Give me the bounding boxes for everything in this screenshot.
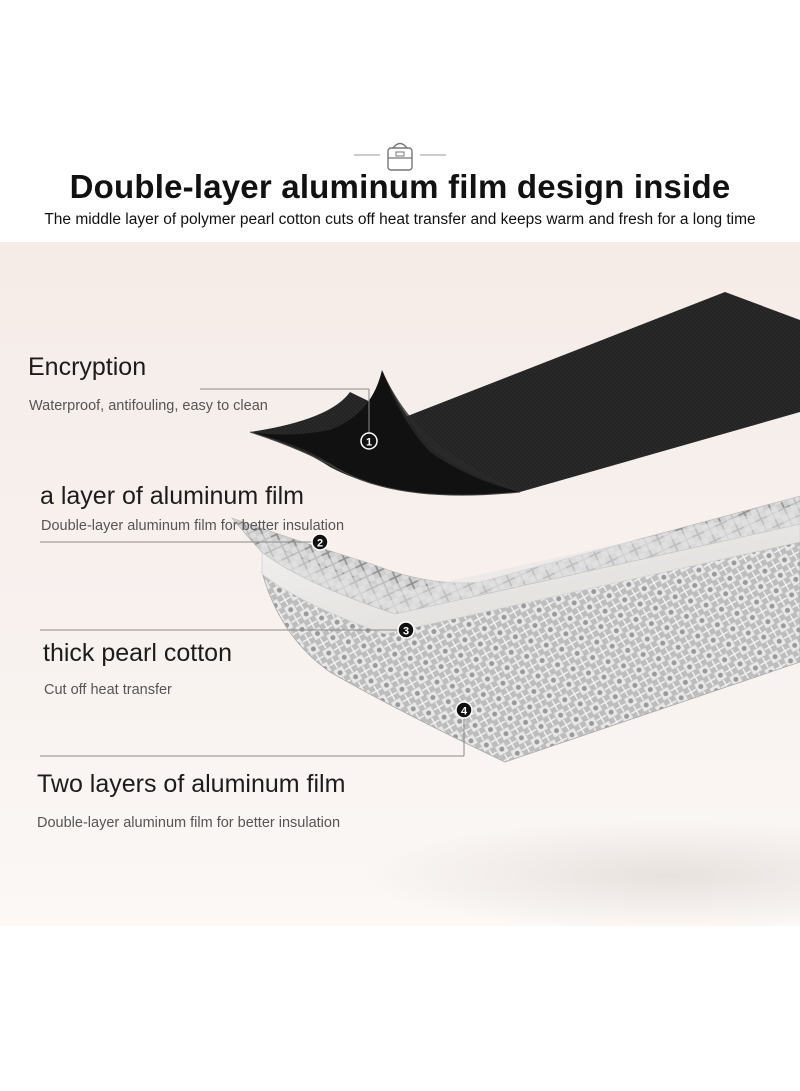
- page-title: Double-layer aluminum film design inside: [69, 168, 731, 205]
- svg-text:3: 3: [403, 626, 409, 638]
- svg-text:1: 1: [366, 437, 372, 449]
- svg-text:4: 4: [461, 706, 468, 718]
- layer-2-description: Double-layer aluminum film for better in…: [41, 518, 345, 534]
- svg-text:2: 2: [317, 538, 323, 550]
- marker-4: 4: [455, 701, 473, 719]
- floor-shadow: [360, 820, 800, 930]
- layer-1-title: Encryption: [28, 353, 147, 381]
- marker-2: 2: [311, 533, 329, 551]
- page-subtitle: The middle layer of polymer pearl cotton…: [44, 211, 756, 228]
- layer-3-description: Cut off heat transfer: [44, 682, 172, 698]
- material-layers-illustration: 1 2 3 4: [40, 292, 800, 763]
- layer-4-description: Double-layer aluminum film for better in…: [37, 815, 341, 831]
- marker-3: 3: [397, 621, 415, 639]
- layer-3-title: thick pearl cotton: [43, 639, 232, 667]
- layer-4-title: Two layers of aluminum film: [37, 770, 346, 798]
- cooler-bag-icon: [354, 142, 446, 171]
- layer-1-description: Waterproof, antifouling, easy to clean: [29, 398, 268, 414]
- layer-2-title: a layer of aluminum film: [40, 482, 304, 510]
- marker-1: 1: [360, 432, 378, 450]
